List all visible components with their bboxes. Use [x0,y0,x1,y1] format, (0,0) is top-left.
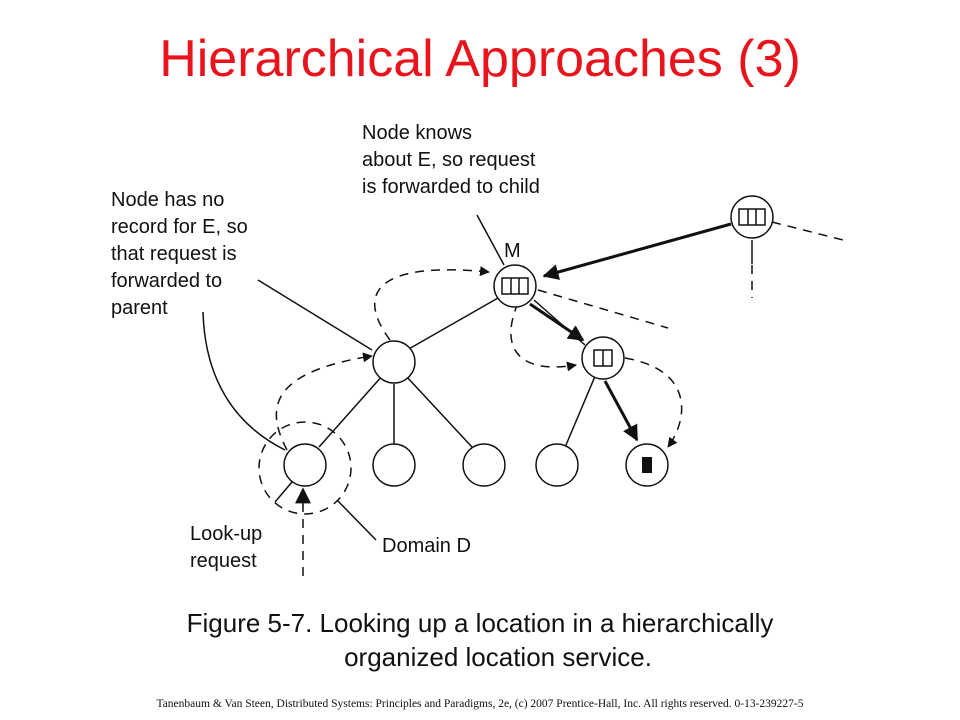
record-boxes [501,208,766,367]
leader-no-record [257,279,373,351]
dashed-arrow-leaf-to-left [275,352,373,451]
record-target-filled [642,457,652,473]
label-node-knows: Node knows about E, so request is forwar… [362,122,541,198]
leader-domain [336,499,377,541]
solid-forward-arrows [529,222,732,442]
leader-node-knows [476,214,505,266]
label-lookup-request: Look-up request [190,523,268,572]
leader-lines [202,214,505,541]
caption-line-1: Figure 5-7. Looking up a location in a h… [186,608,774,638]
figure-caption: Figure 5-7. Looking up a location in a h… [60,606,900,674]
dashed-request-path [275,266,683,451]
footer-copyright: Tanenbaum & Van Steen, Distributed Syste… [156,698,804,710]
edge-top-right-dashed [771,221,844,241]
node-leaf-3 [462,443,506,487]
bold-arrow-mid-to-target [603,380,639,442]
bold-arrow-m-to-mid [529,302,585,342]
label-domain-d: Domain D [382,535,471,557]
record-root-right [738,208,766,226]
node-left-mid [372,340,416,384]
edge-left-leaf1 [318,374,384,448]
bold-arrow-root-to-m [542,222,732,280]
edge-m-right-dashed [537,289,669,329]
domain-d-circle [258,421,352,515]
record-node-m [501,277,529,295]
figure-diagram: Node knows about E, so request is forwar… [110,117,847,576]
dashed-arrow-m-to-mid [510,302,577,372]
dashed-arrow-left-to-m [374,266,490,341]
leader-parent [202,311,286,451]
label-node-m: M [504,240,521,262]
edge-left-leaf3 [405,375,473,448]
edge-right-leaf4 [565,373,597,446]
slide-title: Hierarchical Approaches (3) [159,30,801,88]
label-no-record: Node has no record for E, so that reques… [111,189,253,319]
dashed-edges [302,221,844,576]
tree-edges [318,240,753,448]
node-leaf-4 [535,443,579,487]
tree-nodes [283,195,774,487]
dashed-arrow-mid-to-target [624,357,683,448]
record-node-right-mid [593,349,613,367]
node-leaf-2 [372,443,416,487]
node-leaf-1 [283,443,327,487]
edge-m-left [406,297,499,351]
caption-line-2: organized location service. [344,642,652,672]
leader-lookup [274,481,293,503]
